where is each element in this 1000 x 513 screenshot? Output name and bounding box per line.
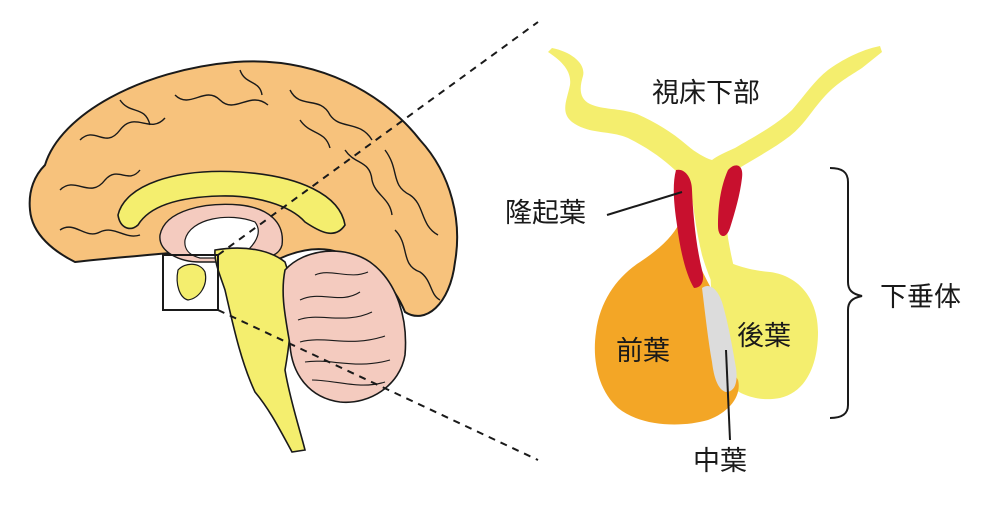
pituitary-enlarged [548,46,882,425]
brain-sagittal-section [28,60,459,453]
pituitary-bracket [829,167,863,419]
tuberal-part-left [673,169,704,288]
hypothalamus-region [548,46,882,310]
cerebellum-folia [297,271,391,386]
posterior-lobe [710,250,818,400]
label-hypothalamus: 視床下部 [652,78,760,109]
tuberal-part-right [718,165,743,237]
leader-intermediate [725,349,731,441]
label-pituitary: 下垂体 [880,282,961,313]
brainstem [214,247,306,453]
anterior-lobe [594,222,739,425]
pituitary-stalk-small [176,263,207,301]
cerebellum [282,250,407,404]
zoom-lines [217,21,539,461]
label-anterior-lobe: 前葉 [616,336,670,367]
leader-infundibulum [606,191,683,216]
cortex-gyri [59,69,441,301]
leader-lines [606,191,731,441]
corpus-callosum [117,170,346,235]
zoom-box [162,254,219,311]
intermediate-lobe [702,285,737,392]
label-posterior-lobe: 後葉 [737,321,791,352]
label-intermediate-lobe: 中葉 [693,446,747,477]
label-infundibulum: 隆起葉 [505,198,586,229]
